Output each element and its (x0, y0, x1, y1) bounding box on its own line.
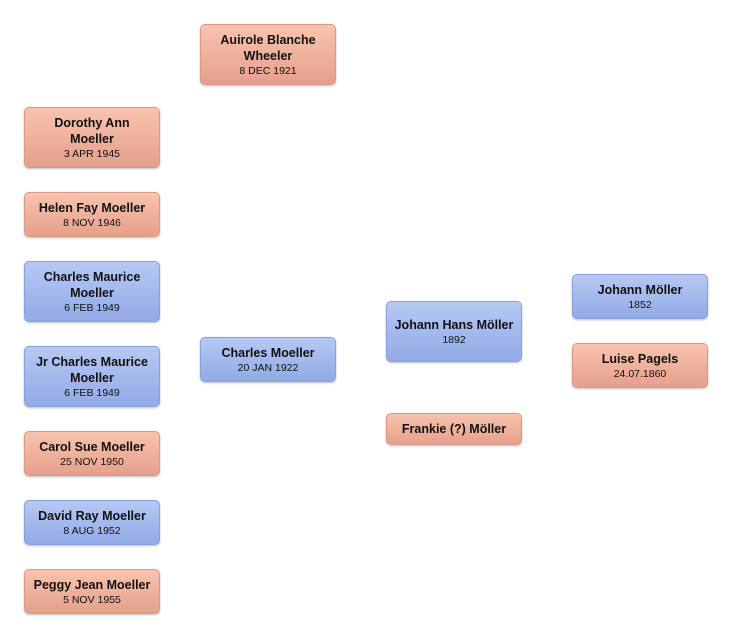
person-name: Johann Hans Möller (394, 317, 514, 332)
person-date: 20 JAN 1922 (237, 361, 299, 374)
person-card-peggy-jean-moeller[interactable]: Peggy Jean Moeller 5 NOV 1955 (24, 569, 160, 614)
person-card-helen-fay-moeller[interactable]: Helen Fay Moeller 8 NOV 1946 (24, 192, 160, 237)
person-card-johann-moller[interactable]: Johann Möller 1852 (572, 274, 708, 319)
person-card-luise-pagels[interactable]: Luise Pagels 24.07.1860 (572, 343, 708, 388)
person-name: Frankie (?) Möller (401, 422, 507, 436)
person-card-auirole-blanche-wheeler[interactable]: Auirole Blanche Wheeler 8 DEC 1921 (200, 24, 336, 85)
person-date: 6 FEB 1949 (64, 301, 120, 314)
person-name: Charles Maurice Moeller (43, 269, 141, 300)
person-date: 1892 (442, 333, 466, 346)
person-name: Carol Sue Moeller (39, 439, 145, 454)
person-date: 8 NOV 1946 (63, 216, 121, 229)
person-name: Helen Fay Moeller (38, 200, 146, 215)
person-name: Johann Möller (597, 282, 683, 297)
person-date: 6 FEB 1949 (64, 386, 120, 399)
person-card-dorothy-ann-moeller[interactable]: Dorothy Ann Moeller 3 APR 1945 (24, 107, 160, 168)
person-name: Jr Charles Maurice Moeller (36, 354, 148, 385)
person-card-carol-sue-moeller[interactable]: Carol Sue Moeller 25 NOV 1950 (24, 431, 160, 476)
person-card-charles-maurice-moeller[interactable]: Charles Maurice Moeller 6 FEB 1949 (24, 261, 160, 322)
person-name: Charles Moeller (221, 345, 315, 360)
person-date: 1852 (628, 298, 652, 311)
person-date: 8 DEC 1921 (239, 64, 297, 77)
person-name: Dorothy Ann Moeller (54, 115, 130, 146)
person-date: 25 NOV 1950 (60, 455, 124, 468)
person-date: 3 APR 1945 (63, 147, 121, 160)
person-card-johann-hans-moller[interactable]: Johann Hans Möller 1892 (386, 301, 522, 362)
person-card-jr-charles-maurice-moeller[interactable]: Jr Charles Maurice Moeller 6 FEB 1949 (24, 346, 160, 407)
person-date: 24.07.1860 (613, 367, 667, 380)
person-name: David Ray Moeller (38, 508, 146, 523)
person-card-david-ray-moeller[interactable]: David Ray Moeller 8 AUG 1952 (24, 500, 160, 545)
person-date: 5 NOV 1955 (63, 593, 121, 606)
person-name: Peggy Jean Moeller (33, 577, 151, 592)
person-card-frankie-moller[interactable]: Frankie (?) Möller (386, 413, 522, 445)
person-card-charles-moeller[interactable]: Charles Moeller 20 JAN 1922 (200, 337, 336, 382)
person-name: Luise Pagels (601, 351, 679, 366)
person-date: 8 AUG 1952 (63, 524, 121, 537)
person-name: Auirole Blanche Wheeler (220, 32, 316, 63)
